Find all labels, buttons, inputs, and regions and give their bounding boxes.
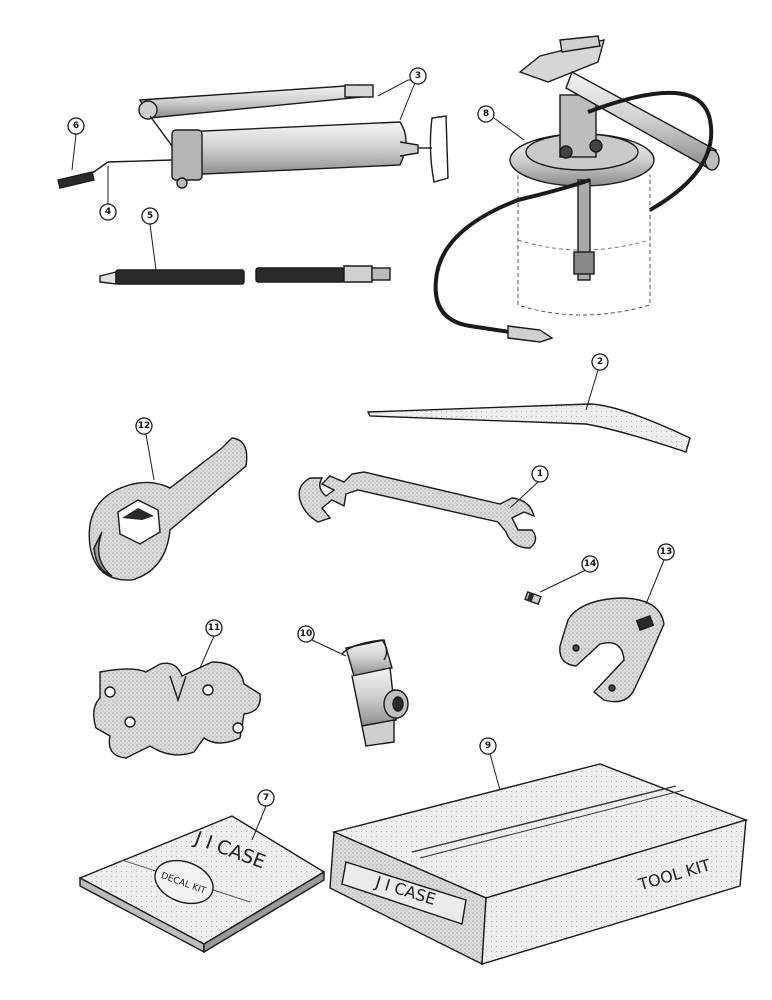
callout-5: 5	[147, 211, 153, 221]
callout-7: 7	[263, 793, 269, 803]
callout-3: 3	[415, 71, 421, 81]
callout-9: 9	[485, 741, 491, 751]
callout-10: 10	[300, 629, 313, 639]
hose	[99, 265, 391, 285]
decal-kit-booklet: J I CASE DECAL KIT	[78, 815, 326, 954]
callout-1: 1	[537, 469, 543, 479]
callout-11: 11	[208, 623, 221, 633]
pin	[524, 590, 542, 606]
grease-gun	[57, 84, 449, 189]
callout-14: 14	[584, 559, 597, 569]
callout-2: 2	[597, 357, 603, 367]
gasket	[93, 661, 261, 759]
callout-12: 12	[138, 421, 151, 431]
callouts: 3 6 4 5 8 2 12 1 14 13 11 10	[67, 67, 675, 841]
callout-13: 13	[660, 547, 673, 557]
callout-4: 4	[105, 207, 111, 217]
tire-spoon	[366, 403, 691, 453]
callout-8: 8	[483, 109, 489, 119]
tool-kit-box: J I CASE TOOL KIT	[329, 763, 749, 966]
hex-box-wrench	[88, 437, 248, 581]
open-end-wrench	[298, 471, 537, 549]
tee-fitting	[341, 639, 409, 747]
u-clamp	[559, 597, 665, 703]
bucket-grease-pump	[433, 35, 720, 343]
callout-6: 6	[73, 121, 79, 131]
